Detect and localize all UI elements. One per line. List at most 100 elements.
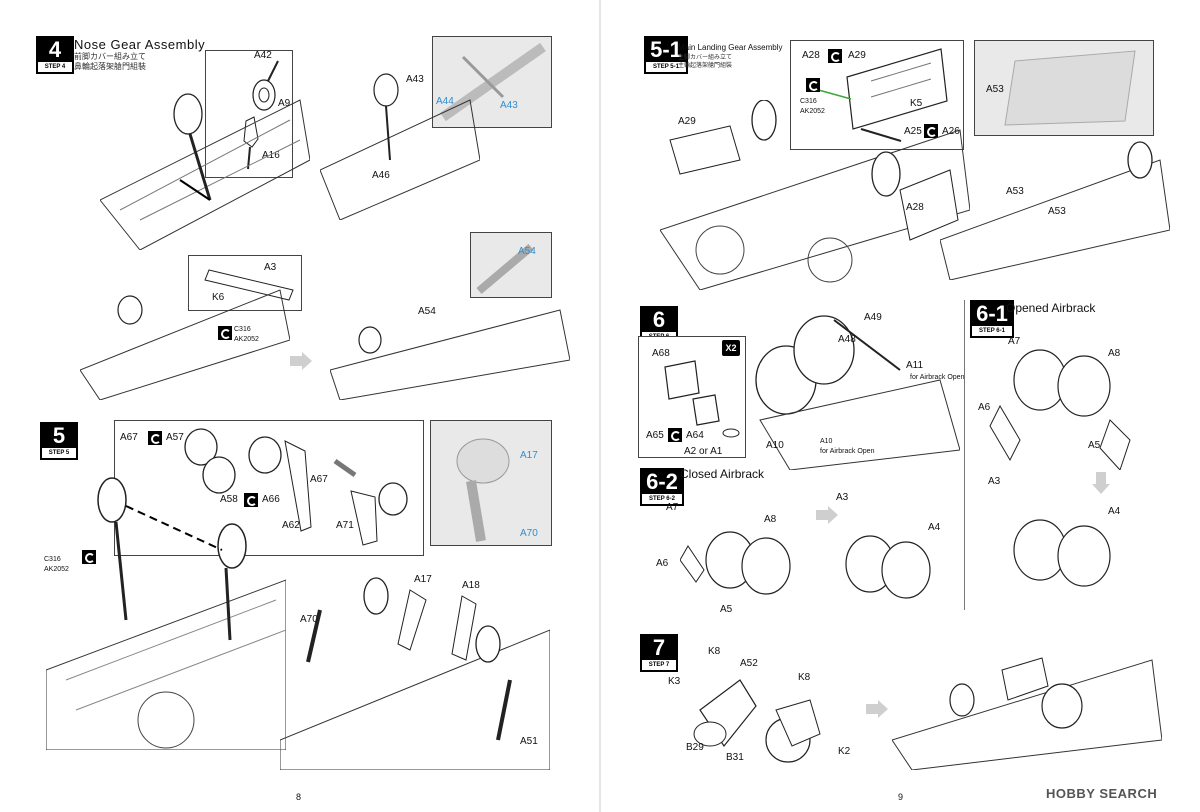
step-6-2-badge: 6-2 STEP 6-2 xyxy=(640,468,684,506)
part-a28: A28 xyxy=(802,50,820,61)
note-a10: for Airbrack Open xyxy=(820,448,875,455)
part-a64: A64 xyxy=(686,430,704,441)
step-4-door-detail-panel xyxy=(188,255,302,311)
part-a53-c: A53 xyxy=(1048,206,1066,217)
part-a29-b: A29 xyxy=(678,116,696,127)
glue-icon xyxy=(244,493,258,507)
watermark: HOBBY SEARCH xyxy=(1046,786,1158,801)
part-a4: A4 xyxy=(1108,506,1121,517)
part-a66: A66 xyxy=(262,494,280,505)
paint-code-c316: C316 xyxy=(44,556,61,563)
step-6-1-badge: 6-1 STEP 6-1 xyxy=(970,300,1014,338)
next-arrow-icon xyxy=(290,352,312,370)
glue-icon xyxy=(668,428,682,442)
step-6-2-closed-airbrake-drawing xyxy=(680,531,791,595)
step-5-label: STEP 5 xyxy=(42,448,76,458)
step-5-main-gear-drawing xyxy=(46,477,286,750)
step-5-1-badge: 5-1 STEP 5-1 xyxy=(644,36,688,74)
part-k2: K2 xyxy=(838,746,851,757)
part-a7: A7 xyxy=(666,502,679,513)
step-4-gear-detail-panel xyxy=(205,50,293,178)
part-a52: A52 xyxy=(740,658,758,669)
part-a67: A67 xyxy=(120,432,138,443)
part-a62: A62 xyxy=(282,520,300,531)
part-a70: A70 xyxy=(300,614,318,625)
part-a5: A5 xyxy=(720,604,733,615)
paint-code-c316: C316 xyxy=(800,98,817,105)
step-6-2-closed-airbrake-final-drawing xyxy=(845,535,931,599)
step-4-title-jp: 前脚カバー組み立て xyxy=(74,52,146,61)
part-k8-b: K8 xyxy=(798,672,811,683)
step-6-1-number: 6-1 xyxy=(976,301,1008,326)
step-5-1-strut-drawing xyxy=(940,141,1170,280)
page-left: 4 STEP 4 Nose Gear Assembly 前脚カバー組み立て 鼻輪… xyxy=(36,36,570,802)
step-4-final-drawing xyxy=(330,309,570,400)
step-6-2-label: STEP 6-2 xyxy=(642,494,682,504)
part-k5: K5 xyxy=(910,98,923,109)
part-a8: A8 xyxy=(764,514,777,525)
part-a58: A58 xyxy=(220,494,238,505)
step-7-label: STEP 7 xyxy=(642,660,676,670)
step-7-nozzle-drawing xyxy=(693,679,821,763)
step-4-door-fuselage-drawing xyxy=(80,289,290,400)
part-a70-callout: A70 xyxy=(520,528,538,539)
part-a71: A71 xyxy=(336,520,354,531)
part-a3: A3 xyxy=(264,262,277,273)
step-7-final-drawing xyxy=(892,657,1162,770)
step-5-number: 5 xyxy=(52,423,66,448)
part-a26: A26 xyxy=(942,126,960,137)
quantity-badge: X2 xyxy=(722,340,740,356)
part-b31: B31 xyxy=(726,752,744,763)
step-5-wheel-detail-panel xyxy=(114,420,424,556)
part-a10: A10 xyxy=(766,440,784,451)
paint-code-c316: C316 xyxy=(234,326,251,333)
part-b29: B29 xyxy=(686,742,704,753)
part-a11: A11 xyxy=(906,360,924,371)
step-6-1-label: STEP 6-1 xyxy=(972,326,1012,336)
part-a6: A6 xyxy=(978,402,991,413)
step-4-label: STEP 4 xyxy=(38,62,72,72)
part-a43: A43 xyxy=(406,74,424,85)
part-k8: K8 xyxy=(708,646,721,657)
step-divider xyxy=(964,300,965,610)
step-5-1-title-en: Main Landing Gear Assembly xyxy=(678,43,783,52)
part-a67-b: A67 xyxy=(310,474,328,485)
main-wheel-parts-drawing xyxy=(184,428,408,546)
step-4-title: Nose Gear Assembly 前脚カバー組み立て 鼻輪起落架艙門組裝 xyxy=(74,38,205,72)
part-a6: A6 xyxy=(656,558,669,569)
glue-icon xyxy=(828,49,842,63)
step-5-1-label: STEP 5-1 xyxy=(646,62,686,72)
part-a16: A16 xyxy=(262,150,280,161)
step-5-strut-drawing xyxy=(280,577,550,770)
step-5-1-main-gear-drawing xyxy=(660,100,970,290)
step-5-1-title-jp: 主脚カバー組み立て xyxy=(678,55,733,61)
part-a54: A54 xyxy=(418,306,436,317)
main-gear-bay-reference-photo xyxy=(974,40,1154,136)
next-arrow-icon xyxy=(1092,472,1110,494)
step-6-engine-drawing xyxy=(755,315,960,470)
step-5-badge: 5 STEP 5 xyxy=(40,422,78,460)
part-k3: K3 xyxy=(668,676,681,687)
main-gear-door-drawing xyxy=(814,48,948,142)
step-6-2-title: Closed Airbrack xyxy=(680,467,765,481)
page-number-right: 9 xyxy=(898,792,904,802)
next-arrow-icon xyxy=(816,506,838,524)
step-4-badge: 4 STEP 4 xyxy=(36,36,74,74)
step-6-1-open-airbrake-final-drawing xyxy=(1013,519,1111,587)
part-a46: A46 xyxy=(372,170,390,181)
part-a48: A48 xyxy=(838,334,856,345)
note-a11: for Airbrack Open xyxy=(910,374,965,381)
part-a7: A7 xyxy=(1008,336,1021,347)
paint-code-ak2052: AK2052 xyxy=(44,566,69,573)
page-right: 5-1 STEP 5-1 Main Landing Gear Assembly … xyxy=(600,0,1200,812)
part-a57: A57 xyxy=(166,432,184,443)
step-4-title-en: Nose Gear Assembly xyxy=(74,37,206,52)
part-a18: A18 xyxy=(462,580,480,591)
step-6-1-open-airbrake-drawing xyxy=(989,349,1131,470)
step-4-fuselage-drawing xyxy=(100,93,310,250)
part-a53-b: A53 xyxy=(1006,186,1024,197)
part-a43-callout: A43 xyxy=(500,100,518,111)
part-a8: A8 xyxy=(1108,348,1121,359)
part-a65: A65 xyxy=(646,430,664,441)
step-6-number: 6 xyxy=(652,307,666,332)
